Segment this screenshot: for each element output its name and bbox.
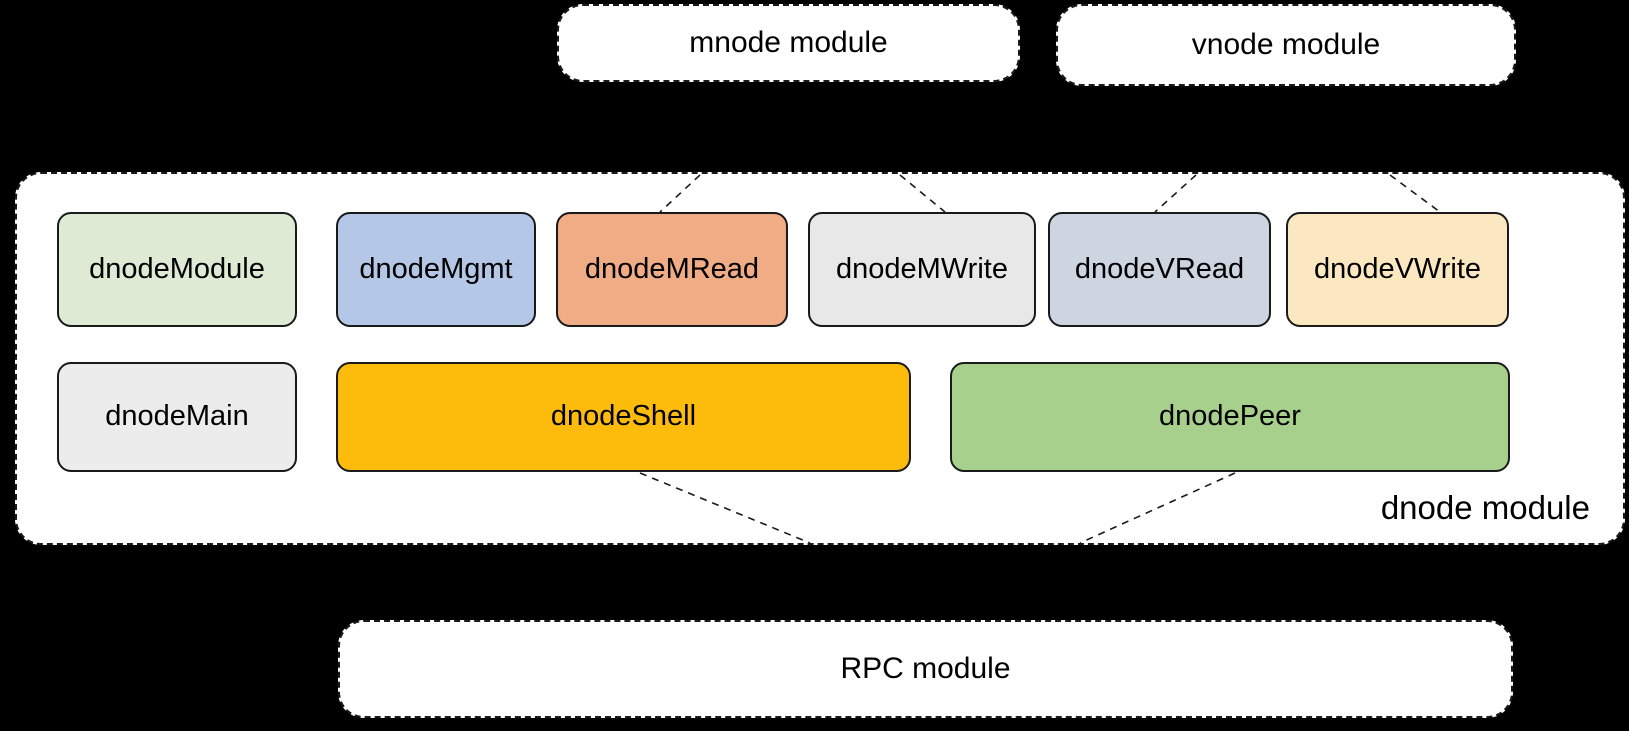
rpc-module-container[interactable]: RPC module: [338, 620, 1513, 718]
dnode-vread-box[interactable]: dnodeVRead: [1048, 212, 1271, 327]
vnode-module-label: vnode module: [1191, 28, 1381, 61]
dnode-shell-box[interactable]: dnodeShell: [336, 362, 911, 472]
dnode-mread-label: dnodeMRead: [584, 252, 760, 285]
mnode-module-label: mnode module: [689, 26, 888, 59]
dnode-peer-box[interactable]: dnodePeer: [950, 362, 1510, 472]
dnode-mread-box[interactable]: dnodeMRead: [556, 212, 788, 327]
dnode-mwrite-label: dnodeMWrite: [836, 252, 1008, 285]
dnode-mwrite-box[interactable]: dnodeMWrite: [808, 212, 1036, 327]
dnode-vread-label: dnodeVRead: [1074, 252, 1245, 285]
dnode-main-label: dnodeMain: [105, 400, 249, 433]
dnode-main-box[interactable]: dnodeMain: [57, 362, 297, 472]
dnode-module-box[interactable]: dnodeModule: [57, 212, 297, 327]
dnode-mgmt-box[interactable]: dnodeMgmt: [336, 212, 536, 327]
rpc-module-label: RPC module: [840, 652, 1011, 685]
dnode-shell-label: dnodeShell: [550, 400, 697, 433]
vnode-module-container[interactable]: vnode module: [1056, 4, 1516, 86]
dnode-peer-label: dnodePeer: [1159, 400, 1301, 433]
mnode-module-container[interactable]: mnode module: [557, 4, 1020, 82]
dnode-vwrite-box[interactable]: dnodeVWrite: [1286, 212, 1509, 327]
dnode-module-box-label: dnodeModule: [89, 252, 265, 285]
dnode-mgmt-label: dnodeMgmt: [359, 252, 513, 285]
dnode-vwrite-label: dnodeVWrite: [1313, 252, 1482, 285]
dnode-module-label: dnode module: [1380, 489, 1590, 526]
